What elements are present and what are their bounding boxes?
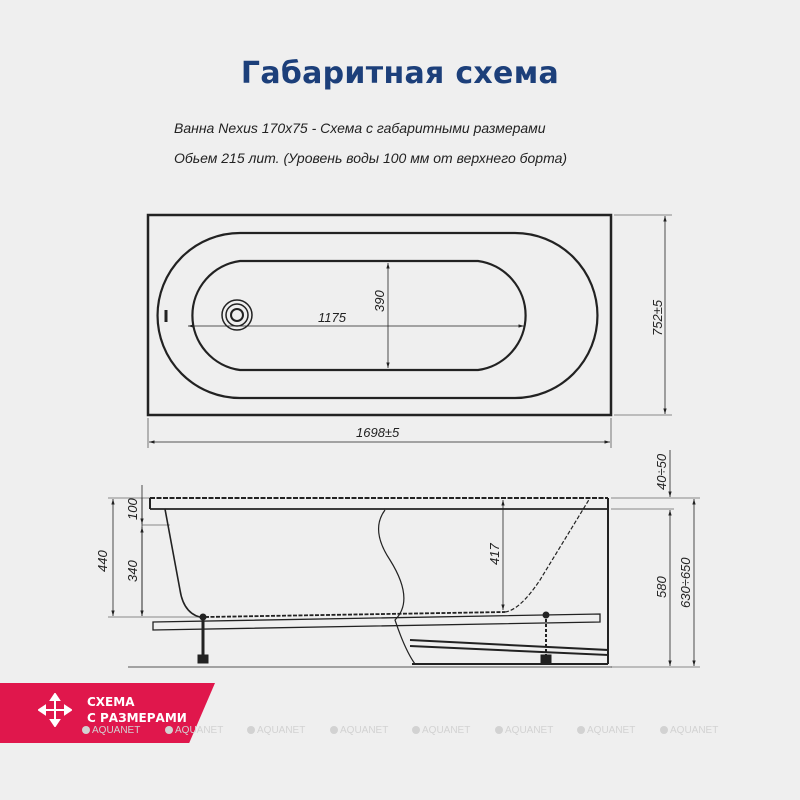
top-view bbox=[146, 213, 672, 448]
dim-adjust-top: 40÷50 bbox=[654, 453, 669, 490]
dim-bowl-depth: 340 bbox=[125, 560, 140, 582]
dim-depth-center: 417 bbox=[487, 543, 502, 565]
leg-left bbox=[197, 613, 209, 664]
aquanet-logo-icon bbox=[495, 726, 503, 734]
move-arrows-icon bbox=[38, 693, 72, 727]
watermark: AQUANET bbox=[660, 725, 718, 736]
badge-line-1: СХЕМА bbox=[87, 695, 135, 709]
dim-panel-height: 580 bbox=[654, 576, 669, 598]
drain-icon bbox=[221, 299, 253, 331]
aquanet-logo-icon bbox=[330, 726, 338, 734]
dim-overall-width: 752±5 bbox=[650, 299, 665, 336]
watermark: AQUANET bbox=[247, 725, 305, 736]
watermark: AQUANET bbox=[495, 725, 553, 736]
watermark: AQUANET bbox=[577, 725, 635, 736]
watermark: AQUANET bbox=[82, 725, 140, 736]
subtitle-volume: Обьем 215 лит. (Уровень воды 100 мм от в… bbox=[174, 150, 568, 166]
aquanet-logo-icon bbox=[165, 726, 173, 734]
aquanet-logo-icon bbox=[412, 726, 420, 734]
dim-overall-length: 1698±5 bbox=[356, 425, 400, 440]
aquanet-logo-icon bbox=[660, 726, 668, 734]
aquanet-logo-icon bbox=[577, 726, 585, 734]
badge-line-2: С РАЗМЕРАМИ bbox=[87, 711, 187, 725]
dim-total-height-left: 440 bbox=[95, 550, 110, 572]
dim-inner-width: 390 bbox=[372, 290, 387, 312]
aquanet-logo-icon bbox=[82, 726, 90, 734]
watermark: AQUANET bbox=[330, 725, 388, 736]
schema-badge bbox=[0, 683, 215, 743]
aquanet-logo-icon bbox=[247, 726, 255, 734]
dim-inner-length: 1175 bbox=[318, 310, 347, 325]
leg-right bbox=[540, 611, 552, 664]
side-view bbox=[108, 450, 700, 668]
dim-total-height-right: 630÷650 bbox=[678, 557, 693, 608]
watermark: AQUANET bbox=[412, 725, 470, 736]
subtitle-model: Ванна Nexus 170x75 - Схема с габаритными… bbox=[174, 120, 546, 136]
badge-label: СХЕМА С РАЗМЕРАМИ bbox=[87, 694, 187, 726]
page-title: Габаритная схема bbox=[240, 56, 560, 91]
dim-rim-height: 100 bbox=[125, 498, 140, 520]
watermark: AQUANET bbox=[165, 725, 223, 736]
